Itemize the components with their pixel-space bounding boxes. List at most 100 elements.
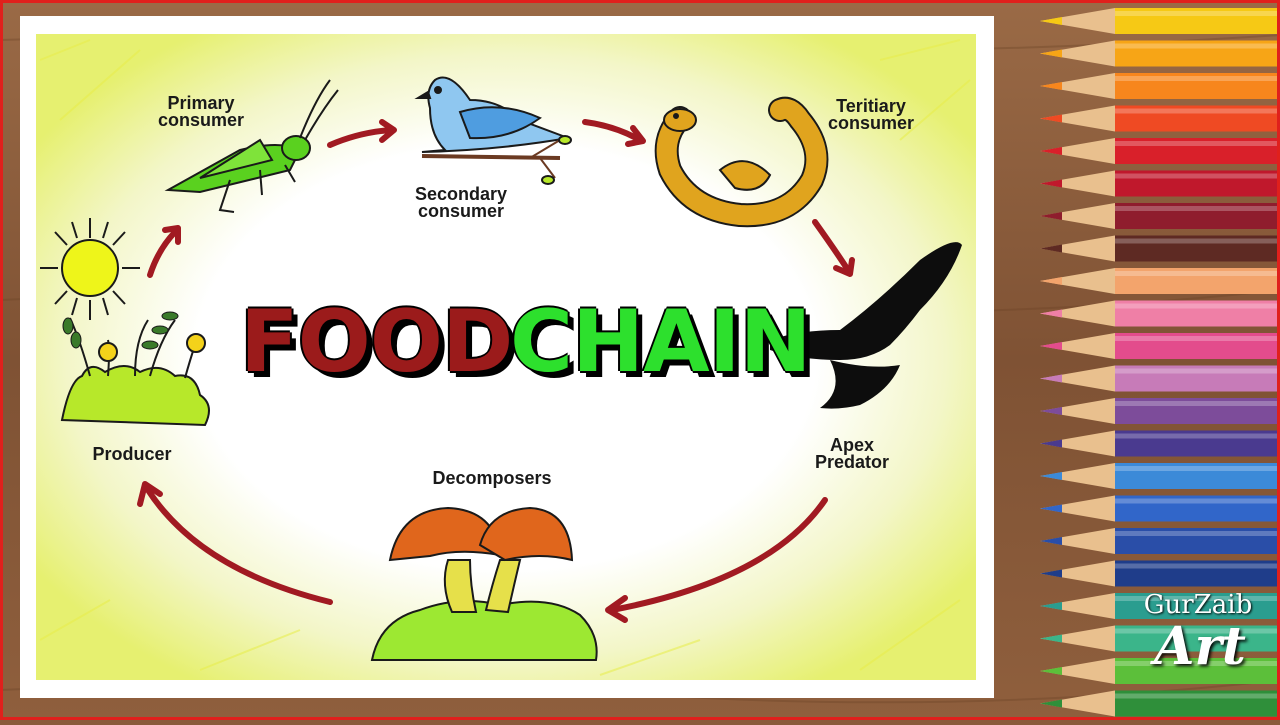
- pencil-body: [1115, 300, 1280, 327]
- pencil-wood-tip: [1040, 203, 1115, 229]
- eagle-silhouette: [770, 242, 962, 409]
- pencil-highlight: [1115, 563, 1280, 569]
- label-primary-line1: Primary: [167, 93, 235, 113]
- pencil-highlight: [1115, 108, 1280, 114]
- title-chain: CHAIN: [510, 292, 812, 392]
- snake: [654, 96, 829, 228]
- pencil: [1040, 8, 1280, 34]
- pencil: [1040, 430, 1280, 457]
- pencil: [1040, 40, 1280, 67]
- pencil-wood-tip: [1040, 658, 1115, 684]
- pencil-wood-tip: [1040, 170, 1115, 197]
- pencil: [1040, 625, 1280, 652]
- pencil-body: [1115, 658, 1280, 684]
- pencil-body: [1115, 333, 1280, 359]
- pencil-wood-tip: [1040, 300, 1115, 327]
- label-secondary-line1: Secondary: [414, 184, 508, 204]
- pencil-body: [1115, 463, 1280, 489]
- pencil-lead: [1040, 472, 1062, 480]
- pencil-wood-tip: [1040, 333, 1115, 359]
- pencil-body: [1115, 398, 1280, 424]
- pencil: [1040, 658, 1280, 684]
- pencil-wood-tip: [1040, 528, 1115, 554]
- pencil-wood-tip: [1040, 560, 1115, 587]
- pencil-wood-tip: [1040, 430, 1115, 457]
- pencil-lead: [1040, 504, 1062, 513]
- pencil: [1040, 593, 1280, 619]
- pencil-body: [1115, 365, 1280, 392]
- pencil-wood-tip: [1040, 268, 1115, 294]
- pencil-body: [1115, 528, 1280, 554]
- pencil-wood-tip: [1040, 690, 1115, 717]
- pencil-highlight: [1115, 498, 1280, 504]
- pencil-lead: [1040, 439, 1062, 448]
- sun: [40, 218, 140, 320]
- pencil: [1040, 560, 1280, 587]
- pencil-highlight: [1115, 466, 1280, 471]
- pencil-wood-tip: [1040, 73, 1115, 99]
- label-apex-line1: Apex: [829, 435, 874, 455]
- pencil-lead: [1040, 699, 1062, 708]
- pencil: [1040, 105, 1280, 132]
- pencil-body: [1115, 268, 1280, 294]
- watermark-name: GurZaib: [1143, 590, 1253, 620]
- label-tertiary-consumer: Teritiary consumer: [806, 96, 936, 132]
- pencil-body: [1115, 203, 1280, 229]
- pencil: [1040, 333, 1280, 359]
- pencil-wood-tip: [1040, 495, 1115, 522]
- label-secondary-consumer: Secondary consumer: [396, 184, 526, 220]
- pencil-lead: [1040, 634, 1062, 643]
- pencil-body: [1115, 690, 1280, 717]
- label-apex-line2: Predator: [814, 452, 890, 472]
- pencil-highlight: [1115, 76, 1280, 81]
- label-apex-predator: Apex Predator: [790, 435, 914, 472]
- pencil-highlight: [1115, 433, 1280, 439]
- pencil: [1040, 170, 1280, 197]
- pencil: [1040, 203, 1280, 229]
- pencil-body: [1115, 73, 1280, 99]
- crayon-strokes: [39, 39, 971, 676]
- pencil-wood-tip: [1040, 8, 1115, 34]
- pencil-body: [1115, 625, 1280, 652]
- pencil-lead: [1040, 342, 1062, 350]
- pencil-highlight: [1115, 693, 1280, 699]
- pencil-highlight: [1115, 336, 1280, 341]
- label-tertiary-line1: Teritiary: [836, 96, 906, 116]
- pencil: [1040, 398, 1280, 424]
- pencil: [1040, 495, 1280, 522]
- pencil: [1040, 528, 1280, 554]
- pencil-highlight: [1115, 11, 1280, 16]
- pencil-highlight: [1115, 628, 1280, 634]
- pencil-highlight: [1115, 661, 1280, 666]
- pencil-highlight: [1115, 531, 1280, 536]
- pencil-body: [1115, 560, 1280, 587]
- pencil-lead: [1040, 244, 1062, 253]
- label-decomposers: Decomposers: [432, 468, 552, 488]
- pencil: [1040, 73, 1280, 99]
- pencil-highlight: [1115, 271, 1280, 276]
- pencil-lead: [1040, 147, 1062, 155]
- pencil-wood-tip: [1040, 40, 1115, 67]
- pencil-wood-tip: [1040, 365, 1115, 392]
- pencil-lead: [1040, 179, 1062, 188]
- pencil-highlight: [1115, 141, 1280, 146]
- pencil-lead: [1040, 309, 1062, 318]
- pencil: [1040, 138, 1280, 164]
- pencil-body: [1115, 8, 1280, 34]
- pencil: [1040, 463, 1280, 489]
- mushrooms: [370, 506, 598, 661]
- pencil-wood-tip: [1040, 463, 1115, 489]
- pencil-body: [1115, 40, 1280, 67]
- pencil-wood-tip: [1040, 593, 1115, 619]
- watermark-art: Art: [1154, 616, 1246, 677]
- pencil-lead: [1040, 212, 1062, 220]
- pencil-wood-tip: [1040, 235, 1115, 262]
- pencil-highlight: [1115, 401, 1280, 406]
- pencil-lead: [1040, 407, 1062, 415]
- pencil-wood-tip: [1040, 105, 1115, 132]
- pencil-body: [1115, 495, 1280, 522]
- pencil-highlight: [1115, 596, 1280, 601]
- pencil-lead: [1040, 114, 1062, 123]
